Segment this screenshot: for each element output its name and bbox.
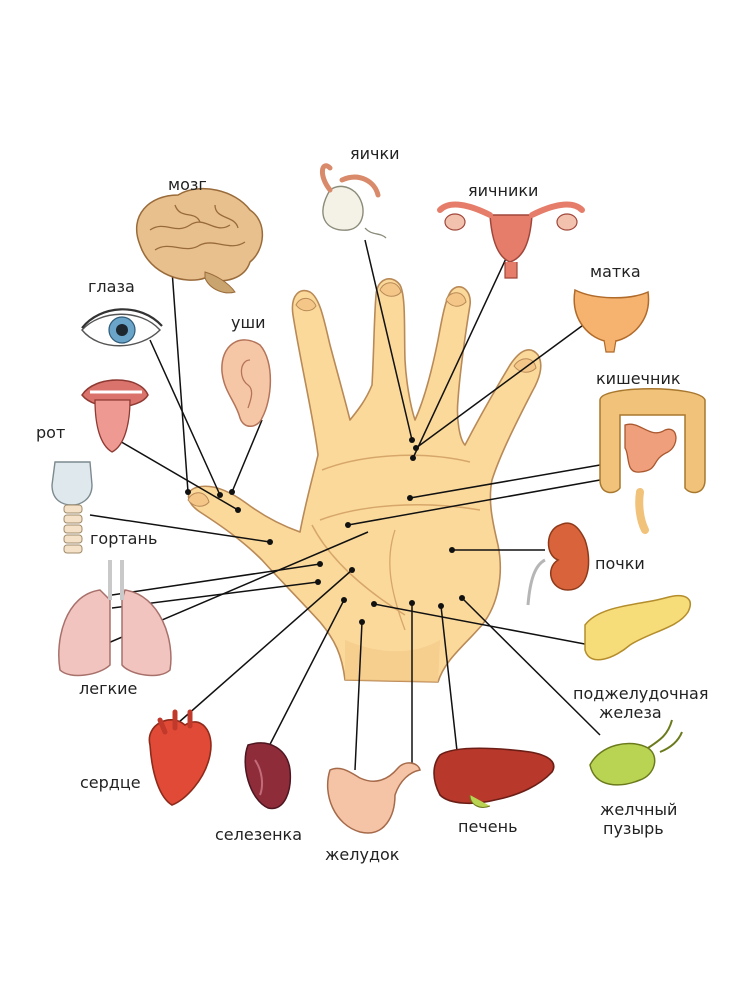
- leader-ovaries: [412, 249, 511, 459]
- heart-icon: [148, 709, 212, 806]
- leader-stomach: [354, 621, 363, 771]
- label-gallbladder-line1: желчный: [600, 800, 678, 819]
- label-eyes: глаза: [88, 277, 135, 296]
- leader-testicles: [364, 239, 413, 441]
- label-pancreas-line1: поджелудочная: [573, 684, 709, 703]
- intestine-icon: [599, 388, 706, 534]
- label-stomach: желудок: [325, 845, 400, 864]
- label-gallbladder: желчный пузырь: [600, 800, 677, 838]
- leader-mouth: [117, 439, 239, 511]
- leader-pancreas: [373, 603, 591, 646]
- label-pancreas: поджелудочная железа: [573, 684, 708, 722]
- label-uterus: матка: [590, 262, 641, 281]
- uterus-icon: [573, 288, 650, 353]
- leader-intestine-2: [347, 479, 601, 526]
- leader-uterus: [415, 319, 591, 449]
- pancreas-icon: [584, 594, 691, 661]
- leader-eyes: [149, 339, 221, 496]
- leader-liver: [440, 605, 459, 761]
- kidney-icon: [526, 522, 590, 606]
- label-liver: печень: [458, 817, 518, 836]
- ovaries-uterus-icon: [437, 201, 585, 279]
- leader-spleen: [261, 599, 345, 761]
- liver-icon: [433, 747, 555, 808]
- eye-icon: [81, 308, 163, 347]
- leader-heart: [169, 569, 353, 731]
- leader-larynx: [89, 514, 271, 543]
- spleen-icon: [244, 742, 292, 810]
- gallbladder-icon: [589, 719, 683, 786]
- leader-brain: [171, 269, 189, 493]
- mouth-icon: [81, 379, 149, 453]
- leader-intestine-1: [409, 464, 601, 499]
- label-testicles: яички: [350, 144, 400, 163]
- testicle-icon: [320, 163, 387, 239]
- reflex-points: [185, 437, 465, 625]
- stomach-icon: [326, 762, 421, 834]
- label-larynx: гортань: [90, 529, 158, 548]
- label-lungs: легкие: [79, 679, 138, 698]
- label-spleen: селезенка: [215, 825, 302, 844]
- label-ears: уши: [231, 313, 266, 332]
- label-gallbladder-line2: пузырь: [603, 819, 664, 838]
- leader-lines: [79, 239, 601, 771]
- ear-icon: [221, 339, 272, 427]
- leader-lungs-1: [111, 563, 321, 596]
- label-mouth: рот: [36, 423, 66, 442]
- leader-gallbladder: [461, 597, 601, 736]
- lungs-icon: [58, 560, 172, 677]
- label-intestine: кишечник: [596, 369, 681, 388]
- label-ovaries: яичники: [468, 181, 539, 200]
- label-heart: сердце: [80, 773, 141, 792]
- brain-icon: [135, 187, 264, 294]
- label-pancreas-line2: железа: [599, 703, 662, 722]
- label-brain: мозг: [168, 175, 207, 194]
- leader-ears: [231, 419, 263, 493]
- label-kidneys: почки: [595, 554, 645, 573]
- larynx-icon: [51, 461, 93, 554]
